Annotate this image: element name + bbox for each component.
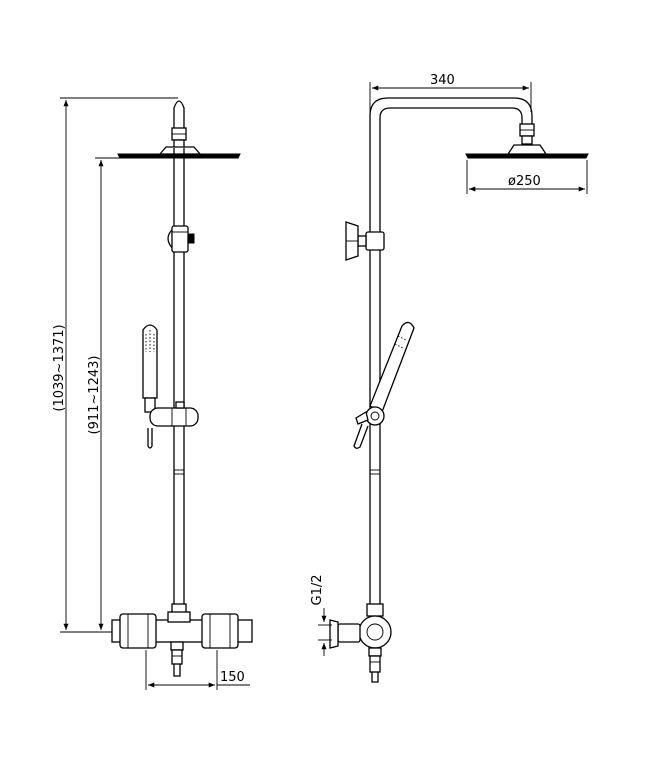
front-bottom-outlet <box>170 641 184 677</box>
head-height-label: (911~1243) <box>87 356 102 435</box>
inlet-spacing-dimension: 150 <box>145 650 250 690</box>
thread-dimension: G1/2 <box>310 575 332 656</box>
front-pipe-top <box>173 100 185 128</box>
total-height-dimension: (1039~1371) <box>52 97 178 633</box>
arm-length-dimension: 340 <box>369 73 532 112</box>
head-diameter-dimension: ø250 <box>466 160 588 194</box>
side-slide-holder <box>355 406 385 426</box>
side-pipe-inner <box>379 107 523 612</box>
front-slide-holder <box>149 401 199 427</box>
side-hand-shower <box>353 321 415 449</box>
side-mixer-valve <box>329 603 392 683</box>
front-mixer-valve <box>111 611 253 649</box>
thread-label: G1/2 <box>310 575 325 606</box>
side-diverter <box>345 221 385 261</box>
total-height-label: (1039~1371) <box>52 324 67 411</box>
front-view: (1039~1371) (911~1243) <box>52 97 253 690</box>
side-shower-head <box>465 144 589 159</box>
side-view: 340 ø250 <box>310 73 589 683</box>
front-shower-head <box>117 146 241 159</box>
head-height-dimension: (911~1243) <box>87 157 128 633</box>
head-diameter-label: ø250 <box>508 174 541 189</box>
side-pipe-outer <box>369 97 533 612</box>
front-diverter <box>167 225 195 253</box>
arm-length-label: 340 <box>430 73 455 88</box>
front-hand-shower <box>142 324 158 449</box>
inlet-spacing-label: 150 <box>220 670 245 685</box>
